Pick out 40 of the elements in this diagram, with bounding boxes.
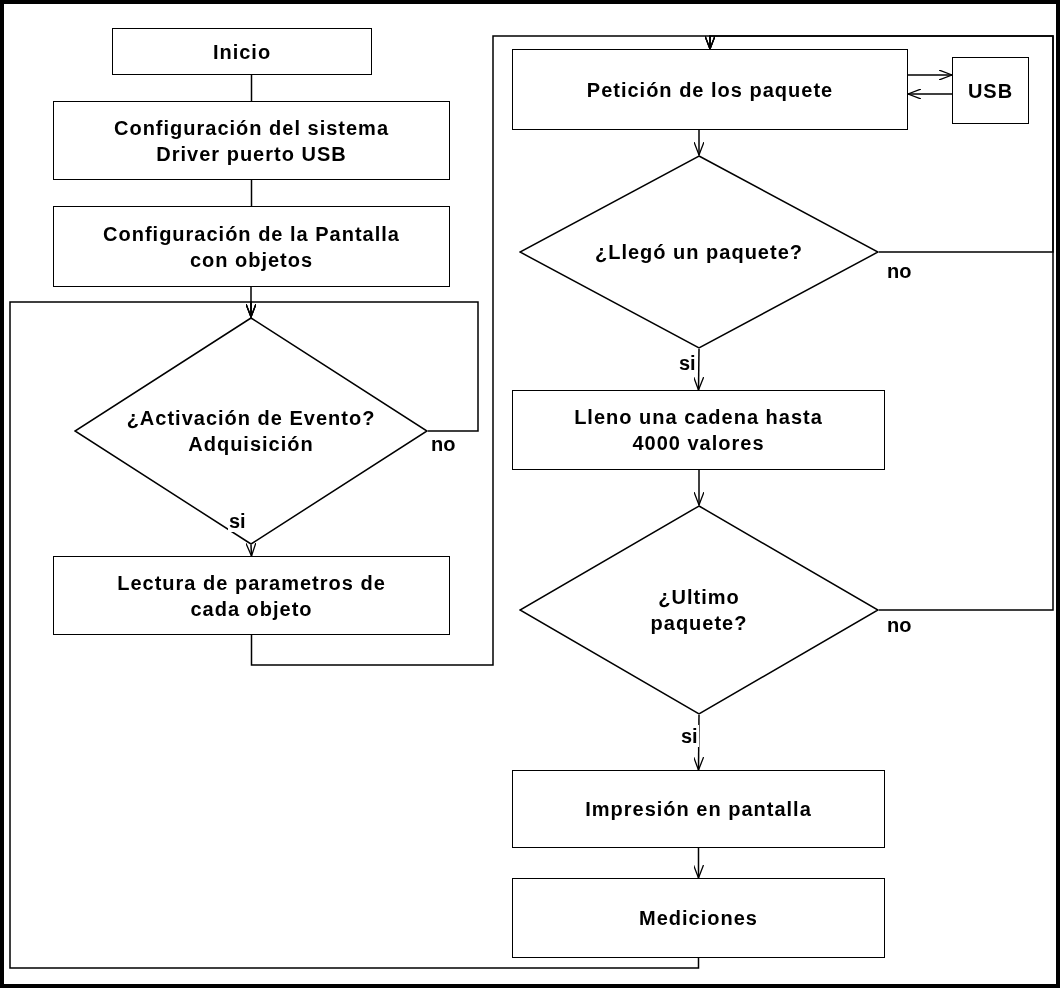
process-box <box>112 28 372 75</box>
process-box <box>512 770 885 848</box>
connector-line <box>250 74 253 102</box>
decision-diamond <box>519 155 879 349</box>
step-text: Petición de los paquete <box>586 77 834 103</box>
process-box <box>53 206 450 287</box>
step-text: Lectura de parametros de cada objeto <box>116 570 387 622</box>
process-box <box>512 49 908 130</box>
process-box <box>53 556 450 635</box>
arrow <box>693 129 705 156</box>
arrow <box>692 714 705 771</box>
step-text: Lleno una cadena hasta 4000 valores <box>573 405 824 456</box>
arrow <box>693 469 705 506</box>
step-text: Configuración de la Pantalla con objetos <box>102 221 401 273</box>
decision-diamond <box>519 505 879 715</box>
edge-label: si <box>680 725 699 747</box>
step-text: Impresión en pantalla <box>585 797 812 822</box>
connector-line <box>250 179 253 207</box>
step-text: Mediciones <box>639 906 758 931</box>
step-text: USB <box>967 78 1014 104</box>
arrow <box>704 35 1054 611</box>
process-box <box>512 878 885 958</box>
process-box <box>53 101 450 180</box>
decision-diamond <box>74 317 428 545</box>
question-text: ¿Activación de Evento? <box>126 406 376 431</box>
process-box <box>952 57 1029 124</box>
question-text: Adquisición <box>188 432 314 457</box>
process-box <box>512 390 885 470</box>
step-text: Inicio <box>212 39 272 65</box>
question-text: ¿Ultimo paquete? <box>649 585 749 636</box>
question-text: ¿Llegó un paquete? <box>595 240 803 265</box>
arrow <box>907 88 953 100</box>
arrow <box>692 847 705 879</box>
step-text: Configuración del sistema <box>113 115 390 141</box>
arrow <box>907 69 953 81</box>
arrow <box>693 348 705 391</box>
arrow <box>9 301 700 969</box>
step-text: Driver puerto USB <box>156 141 347 167</box>
edge-label: si <box>228 510 247 532</box>
arrow <box>245 542 257 557</box>
